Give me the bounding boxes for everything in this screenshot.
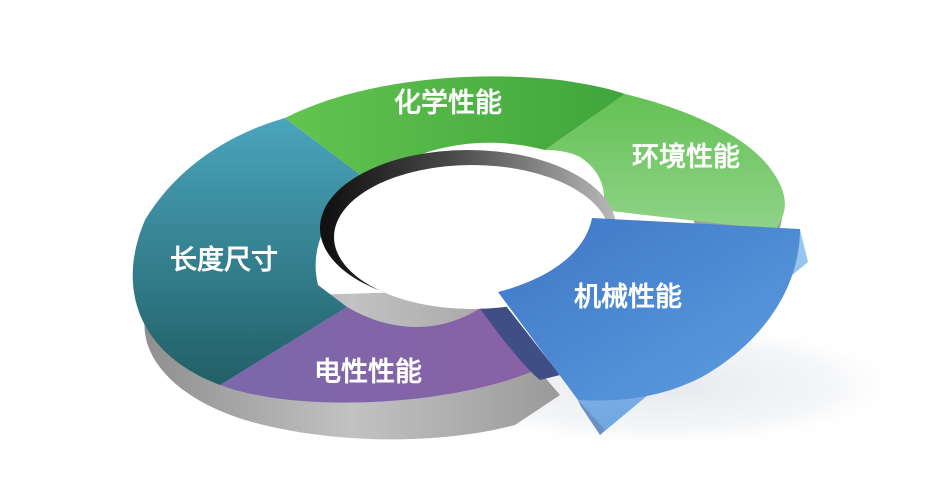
ring-hole <box>334 165 610 309</box>
segment-chemical[interactable] <box>285 76 625 182</box>
segment-electrical[interactable] <box>220 305 540 403</box>
label-electrical: 电性性能 <box>314 356 422 388</box>
segment-mechanical[interactable] <box>498 218 800 401</box>
segment-gap-shadow <box>472 288 560 380</box>
segment-dimension[interactable] <box>132 118 370 385</box>
segment-mechanical-edge <box>498 292 605 435</box>
label-chemical: 化学性能 <box>394 87 502 119</box>
label-dimension: 长度尺寸 <box>170 244 278 276</box>
segment-environment[interactable] <box>545 94 785 230</box>
label-mechanical: 机械性能 <box>574 281 682 313</box>
label-environment: 环境性能 <box>632 141 740 173</box>
